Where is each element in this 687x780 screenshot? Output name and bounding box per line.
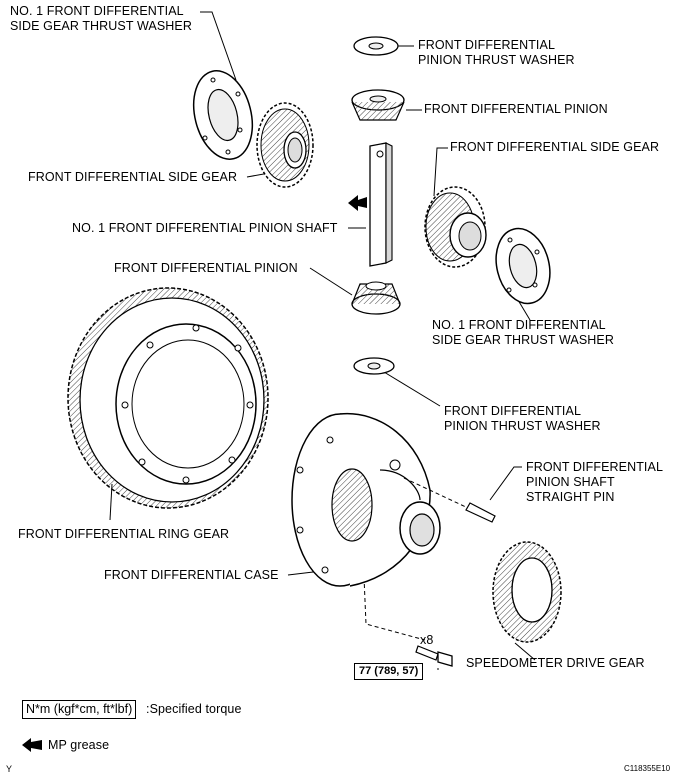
figure-code: C118355E10 — [624, 764, 671, 773]
pinion-thrust-washer-bottom — [353, 357, 395, 375]
pinion-thrust-washer-top — [353, 36, 399, 56]
label-line: NO. 1 FRONT DIFFERENTIAL — [432, 318, 606, 332]
label-line: PINION SHAFT — [526, 475, 615, 489]
bolt — [415, 645, 453, 667]
label-line: FRONT DIFFERENTIAL — [418, 38, 555, 52]
label-line: STRAIGHT PIN — [526, 490, 615, 504]
label-side-washer-top: NO. 1 FRONT DIFFERENTIAL SIDE GEAR THRUS… — [10, 4, 192, 34]
torque-value-box: 77 (789, 57) — [354, 663, 424, 680]
footer-mark: Y — [6, 764, 13, 774]
label-pinion-washer-top: FRONT DIFFERENTIAL PINION THRUST WASHER — [418, 38, 575, 68]
side-gear-thrust-washer-top — [192, 70, 254, 160]
legend-torque-desc: :Specified torque — [146, 702, 242, 716]
label-pinion-middle: FRONT DIFFERENTIAL PINION — [114, 261, 298, 275]
differential-case — [291, 412, 441, 587]
label-speedometer-gear: SPEEDOMETER DRIVE GEAR — [466, 656, 645, 670]
label-pinion-top: FRONT DIFFERENTIAL PINION — [424, 102, 608, 116]
label-line: PINION THRUST WASHER — [418, 53, 575, 67]
label-line: PINION THRUST WASHER — [444, 419, 601, 433]
label-side-washer-right: NO. 1 FRONT DIFFERENTIAL SIDE GEAR THRUS… — [432, 318, 614, 348]
grease-arrow-icon — [348, 195, 367, 211]
pinion-middle — [351, 281, 401, 315]
legend-torque-box: N*m (kgf*cm, ft*lbf) — [22, 700, 137, 719]
label-bolt-qty: x8 — [420, 633, 434, 647]
side-gear-left — [256, 102, 314, 188]
label-straight-pin: FRONT DIFFERENTIAL PINION SHAFT STRAIGHT… — [526, 460, 663, 505]
label-case: FRONT DIFFERENTIAL CASE — [104, 568, 279, 582]
label-line: FRONT DIFFERENTIAL — [526, 460, 663, 474]
ring-gear — [67, 287, 269, 509]
legend-grease-arrow-icon — [22, 738, 42, 752]
pinion-shaft — [369, 142, 393, 267]
speedometer-drive-gear — [492, 541, 562, 643]
label-pinion-shaft: NO. 1 FRONT DIFFERENTIAL PINION SHAFT — [72, 221, 338, 235]
label-line: NO. 1 FRONT DIFFERENTIAL — [10, 4, 184, 18]
pinion-top — [351, 89, 405, 121]
label-line: FRONT DIFFERENTIAL — [444, 404, 581, 418]
straight-pin — [403, 477, 496, 523]
label-line: SIDE GEAR THRUST WASHER — [10, 19, 192, 33]
label-ring-gear: FRONT DIFFERENTIAL RING GEAR — [18, 527, 230, 541]
legend-grease-label: MP grease — [48, 738, 110, 752]
label-side-gear-right: FRONT DIFFERENTIAL SIDE GEAR — [450, 140, 660, 154]
side-gear-right — [424, 186, 487, 268]
label-line: SIDE GEAR THRUST WASHER — [432, 333, 614, 347]
side-gear-thrust-washer-right — [495, 227, 551, 305]
label-side-gear-left: FRONT DIFFERENTIAL SIDE GEAR — [28, 170, 238, 184]
label-pinion-washer-bottom: FRONT DIFFERENTIAL PINION THRUST WASHER — [444, 404, 601, 434]
